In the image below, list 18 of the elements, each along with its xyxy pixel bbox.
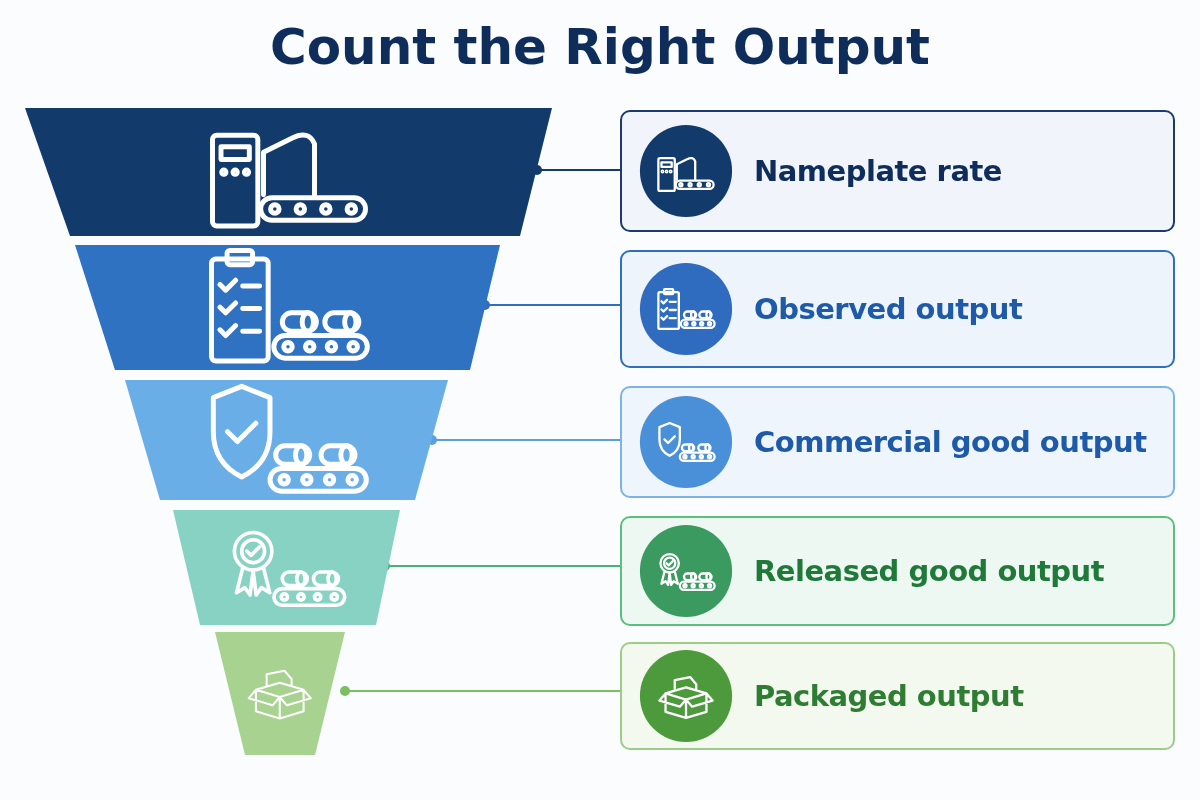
funnel-band — [75, 245, 500, 370]
label-card — [620, 110, 1175, 232]
funnel-band — [173, 510, 400, 625]
label-card — [620, 386, 1175, 498]
card-label: Observed output — [754, 292, 1023, 326]
connector-line — [340, 686, 621, 696]
card-label: Nameplate rate — [754, 154, 1003, 188]
funnel-band — [215, 632, 345, 755]
funnel-band — [25, 108, 552, 236]
card-label: Released good output — [754, 554, 1105, 588]
label-card — [620, 516, 1175, 626]
label-card — [620, 250, 1175, 368]
connector-line — [427, 435, 621, 445]
card-label: Commercial good output — [754, 425, 1147, 459]
label-card — [620, 642, 1175, 750]
funnel-band — [125, 380, 448, 500]
card-label: Packaged output — [754, 679, 1024, 713]
diagram-title: Count the Right Output — [269, 18, 931, 76]
